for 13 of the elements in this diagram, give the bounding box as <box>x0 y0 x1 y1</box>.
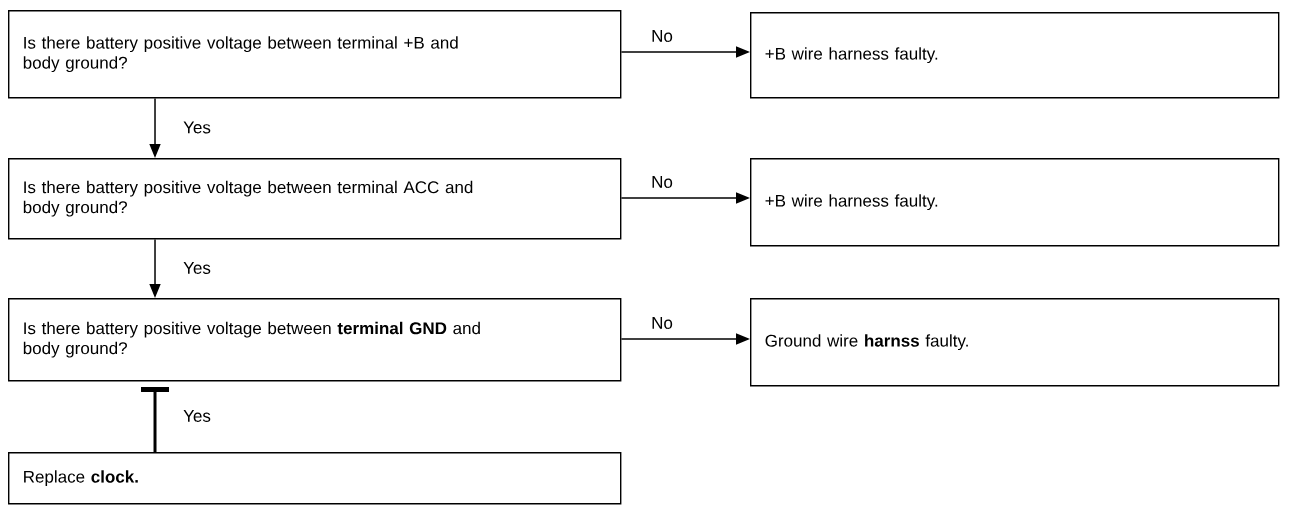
question-box: Is there battery positive voltage between terminal GND and body ground? <box>8 298 622 382</box>
edge-label: No <box>650 316 674 330</box>
question-box: Is there battery positive voltage between terminal +B and body ground? <box>8 10 622 99</box>
question-box: Replace clock. <box>8 452 622 505</box>
answer-box: +B wire harness faulty. <box>750 158 1280 247</box>
edge-label: Yes <box>182 409 212 423</box>
answer-box: Ground wire harnss faulty. <box>750 298 1280 387</box>
edge-label: Yes <box>182 261 212 275</box>
edge-label: No <box>650 29 674 43</box>
edge-label: No <box>650 175 674 189</box>
edge-label: Yes <box>182 120 212 135</box>
question-box: Is there battery positive voltage between terminal ACC and body ground? <box>8 158 622 240</box>
answer-box: +B wire harness faulty. <box>750 12 1280 99</box>
